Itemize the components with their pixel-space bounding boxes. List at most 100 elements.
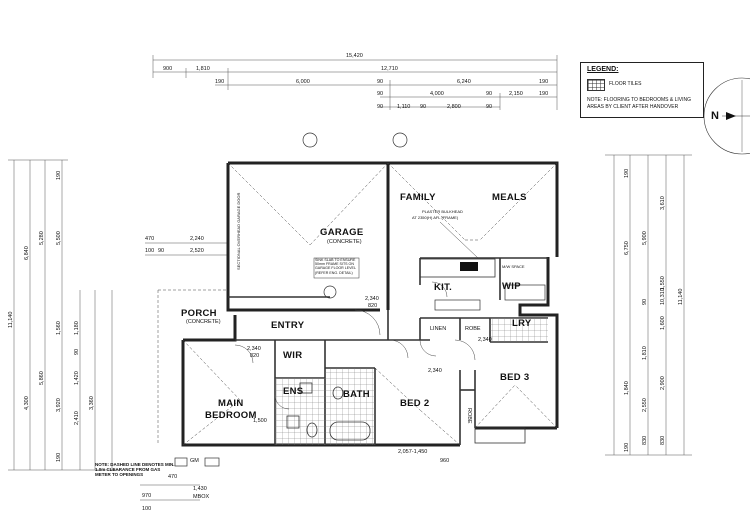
label-entry: ENTRY [271, 320, 305, 331]
legend-box: LEGEND: FLOOR TILES NOTE: FLOORING TO BE… [580, 62, 704, 118]
dim-top-4000: 4,000 [430, 91, 444, 97]
dim-right-1840: 1,840 [624, 381, 630, 395]
dim-left-1420: 1,420 [74, 371, 80, 385]
dim-door-1b: 820 [368, 303, 377, 309]
dim-door-5: 1,500 [253, 418, 267, 424]
dim-door-1: 2,340 [365, 296, 379, 302]
dim-left-11140: 11,140 [8, 312, 14, 328]
top-dimensions: 15,420 900 1,810 12,710 190 6,000 90 6,2… [152, 53, 558, 110]
dim-right-6750: 6,750 [624, 241, 630, 255]
kitchen-bench [419, 258, 546, 311]
opening-sizes: 2,340 820 2,340 820 2,340 2,340 1,500 [247, 296, 492, 424]
dim-bottom-970: 970 [142, 493, 151, 499]
dim-top-2800: 2,800 [447, 104, 461, 110]
dim-left-100: 100 [145, 248, 154, 254]
dim-left-5500: 5,500 [56, 231, 62, 245]
hws-unit [474, 427, 526, 444]
dim-top-90a: 90 [377, 79, 383, 85]
dim-door-2b: 820 [250, 353, 259, 359]
dim-left-6840: 6,840 [24, 246, 30, 260]
dim-left-1180: 1,180 [74, 321, 80, 335]
dim-top-90e: 90 [420, 104, 426, 110]
label-main-bedroom-1: MAIN [218, 398, 243, 409]
note-sectional-door: SECTIONAL OVERHEAD GARAGE DOOR [236, 192, 241, 270]
dim-right-3610: 3,610 [660, 196, 666, 210]
dim-left-4300: 4,300 [24, 396, 30, 410]
dim-top-190c: 190 [539, 91, 548, 97]
dim-bottom-1430: 1,430 [193, 486, 207, 492]
label-robe: ROBE [465, 326, 481, 332]
legend-note: NOTE: FLOORING TO BEDROOMS & LIVING AREA… [587, 97, 691, 110]
dim-right-830: 830 [660, 436, 666, 445]
note-gm: GM [190, 458, 199, 464]
dim-right-830b: 830 [642, 436, 648, 445]
dim-top-190a: 190 [215, 79, 224, 85]
label-linen: LINEN [430, 326, 446, 332]
dim-right-190b: 190 [624, 443, 630, 452]
dim-top-90c: 90 [486, 91, 492, 97]
dim-top-12710: 12,710 [381, 66, 398, 72]
dim-left-2410: 2,410 [74, 411, 80, 425]
label-ens: ENS [283, 386, 303, 397]
dim-left-3360: 3,360 [89, 396, 95, 410]
dim-door-4: 2,340 [478, 337, 492, 343]
right-dimensions: 11,140 10,310 6,750 5,900 3,610 190 1,55… [605, 154, 692, 456]
dim-right-10310: 10,310 [660, 288, 666, 305]
floor-tiles-label: FLOOR TILES [609, 81, 642, 87]
label-robe-2: ROBE [466, 408, 472, 424]
note-mw-space: M/W SPACE [502, 264, 525, 269]
dim-left-90b: 90 [158, 248, 164, 254]
doors [234, 281, 476, 410]
note-bulkhead-level: AT 2350(H) AFL (FRAME) [412, 215, 459, 220]
dim-bottom-window: 2,057-1,450 [398, 449, 427, 455]
dim-right-90: 90 [642, 299, 648, 305]
dim-bottom-960: 960 [440, 458, 449, 464]
label-bed-2: BED 2 [400, 398, 429, 409]
legend-title: LEGEND: [587, 66, 619, 73]
label-kitchen: KIT. [434, 282, 452, 293]
fixtures [286, 382, 371, 441]
plan-notes: PLASTER BULKHEAD AT 2350(H) AFL (FRAME) … [95, 192, 525, 500]
dim-right-1550: 1,550 [660, 276, 666, 290]
left-dimensions: 11,140 6,840 5,280 5,500 4,300 3,920 5,8… [8, 159, 228, 471]
note-gas: NOTE: DASHED LINE DENOTES MIN. 1.0m CLEA… [95, 462, 175, 477]
dim-left-2520: 2,520 [190, 248, 204, 254]
floor-tiles-swatch [587, 79, 605, 91]
ceiling-diagonals [182, 162, 558, 446]
label-family: FAMILY [400, 192, 436, 203]
dim-top-90b: 90 [377, 91, 383, 97]
porch-clearance [157, 289, 228, 467]
label-wir: WIR [283, 350, 302, 361]
dim-left-190: 190 [56, 171, 62, 180]
dim-top-90d: 90 [377, 104, 383, 110]
dim-left-90: 90 [74, 349, 80, 355]
compass-north-label: N [711, 110, 719, 122]
dim-overall-top: 15,420 [346, 53, 363, 59]
label-main-bedroom-2: BEDROOM [205, 410, 257, 421]
room-labels: FAMILY MEALS GARAGE (CONCRETE) KIT. WIP … [181, 192, 532, 424]
dim-left-470: 470 [145, 236, 154, 242]
label-meals: MEALS [492, 192, 527, 203]
compass-rose [703, 77, 750, 155]
dim-left-190b: 190 [56, 453, 62, 462]
dim-door-3: 2,340 [428, 368, 442, 374]
dim-left-5280: 5,280 [39, 231, 45, 245]
dim-top-190b: 190 [539, 79, 548, 85]
dim-left-3920: 3,920 [56, 398, 62, 412]
label-bath: BATH [343, 389, 370, 400]
dim-top-90f: 90 [486, 104, 492, 110]
dim-right-5900: 5,900 [642, 231, 648, 245]
label-laundry: LRY [512, 318, 532, 329]
dim-top-6240: 6,240 [457, 79, 471, 85]
dim-right-2900: 2,900 [660, 376, 666, 390]
label-garage-sub: (CONCRETE) [327, 239, 362, 245]
dim-top-2150: 2,150 [509, 91, 523, 97]
dim-door-2: 2,340 [247, 346, 261, 352]
note-plaster-bulkhead: PLASTER BULKHEAD [422, 209, 463, 214]
label-porch-sub: (CONCRETE) [186, 319, 221, 325]
dim-right-11140: 11,140 [678, 289, 684, 305]
dim-left-2240: 2,240 [190, 236, 204, 242]
dim-right-2550: 2,550 [642, 398, 648, 412]
dim-bottom-470: 470 [168, 474, 177, 480]
